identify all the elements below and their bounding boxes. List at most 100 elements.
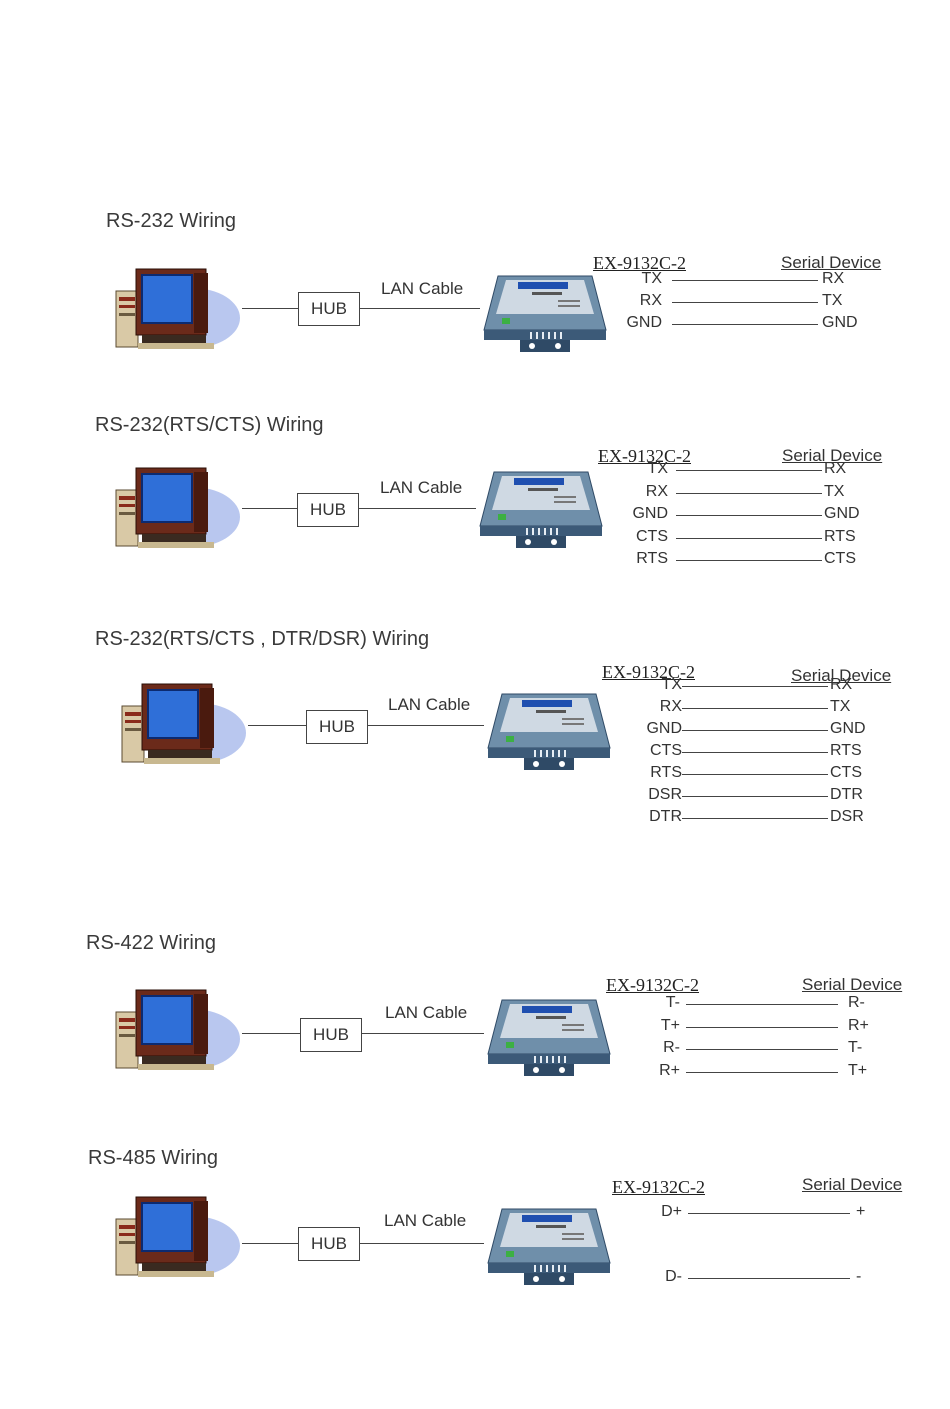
pin-right-label: TX — [830, 698, 851, 715]
pin-connection-line — [682, 796, 828, 797]
pin-left-label: TX — [647, 460, 668, 477]
pc-hub-wire — [242, 308, 298, 309]
lan-cable-wire — [360, 1243, 484, 1244]
serial-device-label: Serial Device — [781, 253, 882, 272]
computer-icon — [115, 989, 240, 1070]
pin-left-label: RX — [645, 482, 668, 500]
pin-left-label: R+ — [659, 1061, 680, 1079]
pin-left-label: TX — [641, 270, 662, 287]
pin-connection-line — [686, 1049, 838, 1050]
computer-icon — [115, 268, 240, 349]
serial-device-label: Serial Device — [802, 1175, 903, 1194]
pin-right-label: RTS — [824, 527, 856, 545]
pin-connection-line — [676, 560, 822, 561]
pin-left-label: RX — [639, 292, 662, 309]
pin-right-label: TX — [824, 482, 845, 500]
pin-right-label: - — [856, 1268, 862, 1285]
pin-right-label: T+ — [848, 1061, 868, 1079]
pin-left-label: GND — [632, 505, 668, 522]
converter-device-icon — [479, 471, 603, 548]
section-title: RS-232 Wiring — [106, 210, 237, 232]
pin-right-label: R+ — [848, 1016, 869, 1034]
converter-device-icon — [487, 693, 611, 770]
section-title: RS-422 Wiring — [86, 932, 217, 954]
converter-device-icon — [487, 1208, 611, 1285]
pin-left-label: D- — [665, 1268, 682, 1285]
hub-box: HUB — [300, 1018, 362, 1052]
computer-icon — [121, 683, 246, 764]
lan-cable-label: LAN Cable — [381, 279, 464, 298]
pin-left-label: D+ — [661, 1203, 682, 1220]
pin-connection-line — [686, 1004, 838, 1005]
lan-cable-wire — [359, 508, 476, 509]
lan-cable-wire — [360, 308, 480, 309]
serial-device-label: Serial Device — [791, 666, 892, 685]
hub-box: HUB — [298, 292, 360, 326]
pin-connection-line — [682, 752, 828, 753]
pin-right-label: GND — [830, 720, 866, 737]
pin-left-label: T+ — [660, 1016, 680, 1034]
pin-right-label: RX — [824, 460, 847, 477]
pin-connection-line — [676, 470, 822, 471]
pin-connection-line — [682, 686, 828, 687]
pin-connection-line — [688, 1278, 850, 1279]
pin-right-label: + — [856, 1203, 866, 1220]
pin-connection-line — [676, 515, 822, 516]
hub-box: HUB — [298, 1227, 360, 1261]
pin-connection-line — [672, 302, 818, 303]
section-title: RS-485 Wiring — [88, 1147, 219, 1169]
pin-right-label: T- — [848, 1039, 863, 1056]
pin-right-label: DSR — [830, 808, 864, 825]
pin-left-label: GND — [626, 314, 662, 331]
converter-device-icon — [483, 275, 607, 352]
hub-box: HUB — [306, 710, 368, 744]
model-label: EX-9132C-2 — [612, 1177, 705, 1197]
lan-cable-label: LAN Cable — [385, 1003, 468, 1022]
pin-right-label: CTS — [824, 550, 856, 567]
pin-right-label: GND — [822, 314, 858, 331]
pin-right-label: RX — [822, 270, 845, 287]
pc-hub-wire — [242, 508, 297, 509]
pin-left-label: TX — [661, 676, 682, 693]
computer-icon — [115, 467, 240, 548]
pin-right-label: DTR — [830, 786, 863, 803]
pin-left-label: CTS — [650, 742, 682, 759]
pin-connection-line — [676, 537, 822, 539]
pin-connection-line — [688, 1213, 850, 1214]
wiring-section: RS-422 Wiring HUB LAN Cable EX-9132C-2 Ser… — [0, 932, 950, 1132]
hub-box: HUB — [297, 493, 359, 527]
section-title: RS-232(RTS/CTS , DTR/DSR) Wiring — [95, 628, 430, 650]
pin-connection-line — [686, 1071, 838, 1073]
model-label: EX-9132C-2 — [598, 446, 691, 466]
wiring-section: RS-485 Wiring HUB LAN Cable EX-9132C-2 Ser… — [0, 1147, 950, 1347]
pin-left-label: CTS — [636, 527, 668, 545]
pin-connection-line — [682, 708, 828, 709]
model-label: EX-9132C-2 — [602, 662, 695, 682]
pin-connection-line — [686, 1026, 838, 1028]
lan-cable-wire — [362, 1033, 484, 1034]
pin-left-label: RX — [659, 698, 682, 715]
serial-device-label: Serial Device — [802, 975, 903, 994]
pin-right-label: R- — [848, 994, 865, 1011]
lan-cable-label: LAN Cable — [380, 478, 463, 497]
pc-hub-wire — [248, 725, 306, 726]
pin-right-label: TX — [822, 292, 843, 309]
pin-left-label: R- — [663, 1039, 680, 1056]
serial-device-label: Serial Device — [782, 446, 883, 465]
pin-connection-line — [682, 774, 828, 775]
pin-left-label: RTS — [650, 764, 682, 781]
lan-cable-wire — [368, 725, 484, 726]
converter-device-icon — [487, 999, 611, 1076]
pc-hub-wire — [242, 1033, 300, 1034]
pin-right-label: GND — [824, 505, 860, 522]
wiring-section: RS-232(RTS/CTS , DTR/DSR) Wiring HUB LAN … — [0, 628, 950, 828]
lan-cable-label: LAN Cable — [388, 695, 471, 714]
section-title: RS-232(RTS/CTS) Wiring — [95, 414, 324, 436]
pin-left-label: RTS — [636, 550, 668, 567]
pin-connection-line — [672, 280, 818, 281]
pin-right-label: RX — [830, 676, 853, 693]
pin-left-label: DTR — [649, 808, 682, 825]
pin-connection-line — [682, 730, 828, 731]
model-label: EX-9132C-2 — [606, 975, 699, 995]
lan-cable-label: LAN Cable — [384, 1211, 467, 1230]
